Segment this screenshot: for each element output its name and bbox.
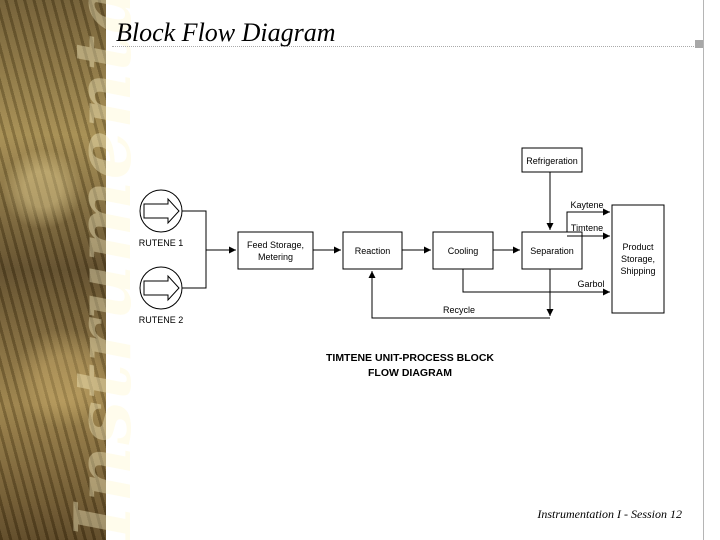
stream-garbol-label: Garbol [577,279,604,289]
block-cooling-label: Cooling [448,246,479,256]
block-feed-storage-label-2: Metering [258,252,293,262]
stream-kaytene-label: Kaytene [570,200,603,210]
block-separation [521,231,583,270]
stream-garbol [462,269,610,296]
block-product-storage-label-1: Product [622,242,654,252]
block-reaction-label: Reaction [355,246,391,256]
stream-recycle [368,271,550,319]
stream-kaytene [566,208,610,232]
right-edge-rule [703,0,704,540]
arrow-icon [143,274,180,302]
decorative-side-banner: Instrumentation [0,0,149,540]
title-divider [112,46,698,47]
block-product-storage-label-2: Storage, [621,254,655,264]
source-label-2: RUTENE 2 [139,315,184,325]
source-rutene-2: RUTENE 2 [139,266,184,325]
diagram-caption-line-2: FLOW DIAGRAM [368,367,452,379]
block-product-storage [611,204,665,314]
block-feed-storage [237,231,314,270]
source-rutene-1: RUTENE 1 [139,189,184,248]
block-separation-label: Separation [530,246,574,256]
stream-recycle-label: Recycle [443,305,475,315]
block-product-storage-label-3: Shipping [620,266,655,276]
block-cooling [432,231,494,270]
stream-rutene-1 [182,210,207,250]
block-feed-storage-label-1: Feed Storage, [247,240,304,250]
stream-timtene-label: Timtene [571,223,603,233]
arrow-icon [143,197,180,225]
block-refrigeration [521,147,583,173]
slide-footer: Instrumentation I - Session 12 [537,507,682,521]
slide-title: Block Flow Diagram [116,18,336,47]
stream-rutene-2 [182,250,207,289]
block-reaction [342,231,403,270]
source-label-1: RUTENE 1 [139,238,184,248]
corner-marker [695,40,703,48]
diagram-caption-line-1: TIMTENE UNIT-PROCESS BLOCK [326,352,494,364]
block-refrigeration-label: Refrigeration [526,156,578,166]
